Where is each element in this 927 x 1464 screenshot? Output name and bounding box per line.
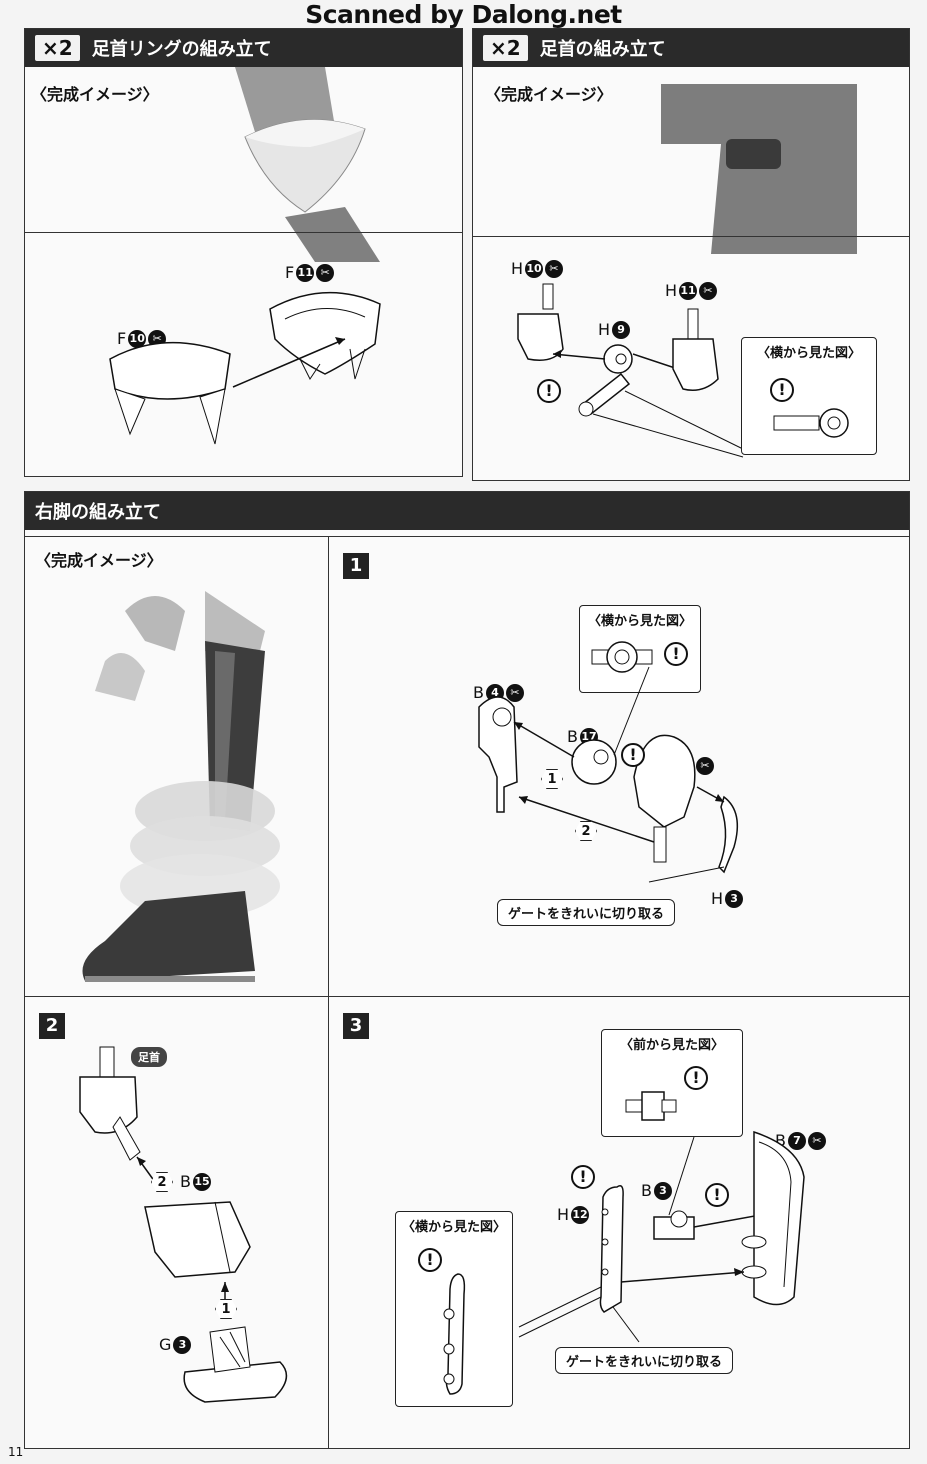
part-h9: H 9	[598, 320, 631, 339]
order-number: 1	[215, 1299, 237, 1319]
part-number: 12	[571, 1205, 590, 1224]
right-leg-finished-illustration	[82, 591, 280, 982]
warning-icon: !	[664, 642, 688, 666]
multiplier-badge: ×2	[483, 35, 528, 61]
ankle-ring-assembly-diagram	[109, 291, 381, 445]
part-number: 3	[173, 1335, 192, 1354]
right-leg-title: 右脚の組み立て	[35, 502, 161, 523]
step-2-cell: 2 足首 2 1 B 15 G 3	[24, 996, 330, 1449]
part-gate: H	[711, 889, 724, 908]
ankle-title: 足首の組み立て	[539, 39, 666, 60]
part-b15: B 15	[180, 1172, 211, 1191]
part-gate: B	[641, 1181, 652, 1200]
part-number: 11	[679, 281, 698, 300]
part-b3: B 3	[641, 1181, 672, 1200]
ankle-ring-header: ×2 足首リングの組み立て	[25, 29, 462, 67]
step-3-cell: 3 〈前から見た図〉 ! B 7 ✂ B 3 H 12 ! !	[328, 996, 910, 1449]
part-number: 3	[725, 889, 744, 908]
part-gate: H	[665, 281, 678, 300]
warning-icon: !	[770, 378, 794, 402]
side-view-part	[443, 1273, 466, 1395]
cut-icon: ✂	[505, 683, 524, 702]
step-number: 3	[343, 1013, 369, 1039]
ankle-panel: ×2 足首の組み立て 〈完成イメージ〉 H 10 ✂ H 11 ✂ H 9	[472, 28, 910, 481]
part-number: 10	[525, 259, 544, 278]
side-view-part	[773, 408, 849, 438]
multiplier-badge: ×2	[35, 35, 80, 61]
ankle-ring-finished-illustration	[235, 67, 380, 262]
right-leg-image-cell: 〈完成イメージ〉	[24, 536, 330, 998]
part-gate: B	[775, 1131, 786, 1150]
part-h10: H 10 ✂	[511, 259, 564, 278]
part-number: 10	[128, 329, 147, 348]
part-h3: H 3	[711, 889, 744, 908]
part-b7: B 7 ✂	[775, 1131, 826, 1150]
part-gate: F	[117, 329, 127, 348]
step3-side-view: 〈横から見た図〉 !	[395, 1211, 513, 1407]
step-number: 2	[39, 1013, 65, 1039]
ankle-side-view: 〈横から見た図〉 !	[741, 337, 877, 455]
divider	[473, 236, 909, 237]
part-gate: B	[180, 1172, 191, 1191]
part-number: 9	[612, 320, 631, 339]
warning-icon: !	[705, 1183, 729, 1207]
side-view-label: 〈横から見た図〉	[587, 614, 692, 629]
cut-icon: ✂	[695, 756, 714, 775]
part-g3: G 3	[159, 1335, 192, 1354]
watermark: Scanned by Dalong.net	[305, 0, 622, 29]
divider	[25, 232, 462, 233]
side-view-part	[591, 641, 653, 673]
step-1-cell: 1 〈横から見た図〉 ! B 4 ✂ B 17 B 11 ✂ H 3	[328, 536, 910, 998]
warning-icon: !	[571, 1165, 595, 1189]
part-f11: F 11 ✂	[285, 263, 335, 282]
warning-icon: !	[537, 379, 561, 403]
part-h12: H 12	[557, 1205, 590, 1224]
completed-image-label: 〈完成イメージ〉	[31, 85, 159, 104]
part-number: 11	[296, 263, 315, 282]
order-number: 2	[575, 821, 597, 841]
part-gate: H	[598, 320, 611, 339]
cut-icon: ✂	[807, 1131, 826, 1150]
step3-assembly-diagram	[518, 1130, 805, 1343]
cut-icon: ✂	[316, 263, 335, 282]
side-view-label: 〈横から見た図〉	[756, 346, 861, 361]
warning-icon: !	[684, 1066, 708, 1090]
front-view-label: 〈前から見た図〉	[619, 1038, 724, 1053]
order-number: 1	[541, 769, 563, 789]
step1-side-view: 〈横から見た図〉 !	[579, 605, 701, 693]
part-gate: F	[285, 263, 295, 282]
part-number: 7	[787, 1131, 806, 1150]
ankle-ring-panel: ×2 足首リングの組み立て 〈完成イメージ〉 F 10 ✂ F 11 ✂	[24, 28, 463, 477]
cut-icon: ✂	[545, 259, 564, 278]
page-number: 11	[8, 1445, 24, 1459]
part-gate: H	[557, 1205, 570, 1224]
right-leg-header: 右脚の組み立て	[25, 492, 909, 530]
completed-image-label: 〈完成イメージ〉	[35, 551, 163, 570]
ankle-header: ×2 足首の組み立て	[473, 29, 909, 67]
step1-assembly-diagram	[478, 666, 739, 883]
step-number: 1	[343, 553, 369, 579]
gate-note: ゲートをきれいに切り取る	[497, 899, 676, 926]
ankle-finished-illustration	[661, 84, 857, 254]
gate-note: ゲートをきれいに切り取る	[555, 1347, 734, 1374]
part-number: 15	[192, 1172, 211, 1191]
part-gate: B	[473, 683, 484, 702]
order-number: 2	[151, 1172, 173, 1192]
side-view-label: 〈横から見た図〉	[401, 1220, 506, 1235]
front-view-part	[625, 1091, 677, 1121]
foot-tag: 足首	[131, 1047, 167, 1067]
step2-assembly-diagram	[79, 1046, 288, 1403]
cut-icon: ✂	[699, 281, 718, 300]
ankle-ring-title: 足首リングの組み立て	[91, 39, 272, 60]
ankle-assembly-diagram	[517, 283, 744, 458]
warning-icon: !	[418, 1248, 442, 1272]
warning-icon: !	[621, 743, 645, 767]
step3-front-view: 〈前から見た図〉 !	[601, 1029, 743, 1137]
part-number: 3	[653, 1181, 672, 1200]
part-h11: H 11 ✂	[665, 281, 718, 300]
part-gate: B	[567, 727, 578, 746]
completed-image-label: 〈完成イメージ〉	[485, 85, 613, 104]
part-gate: G	[159, 1335, 172, 1354]
part-gate: H	[511, 259, 524, 278]
